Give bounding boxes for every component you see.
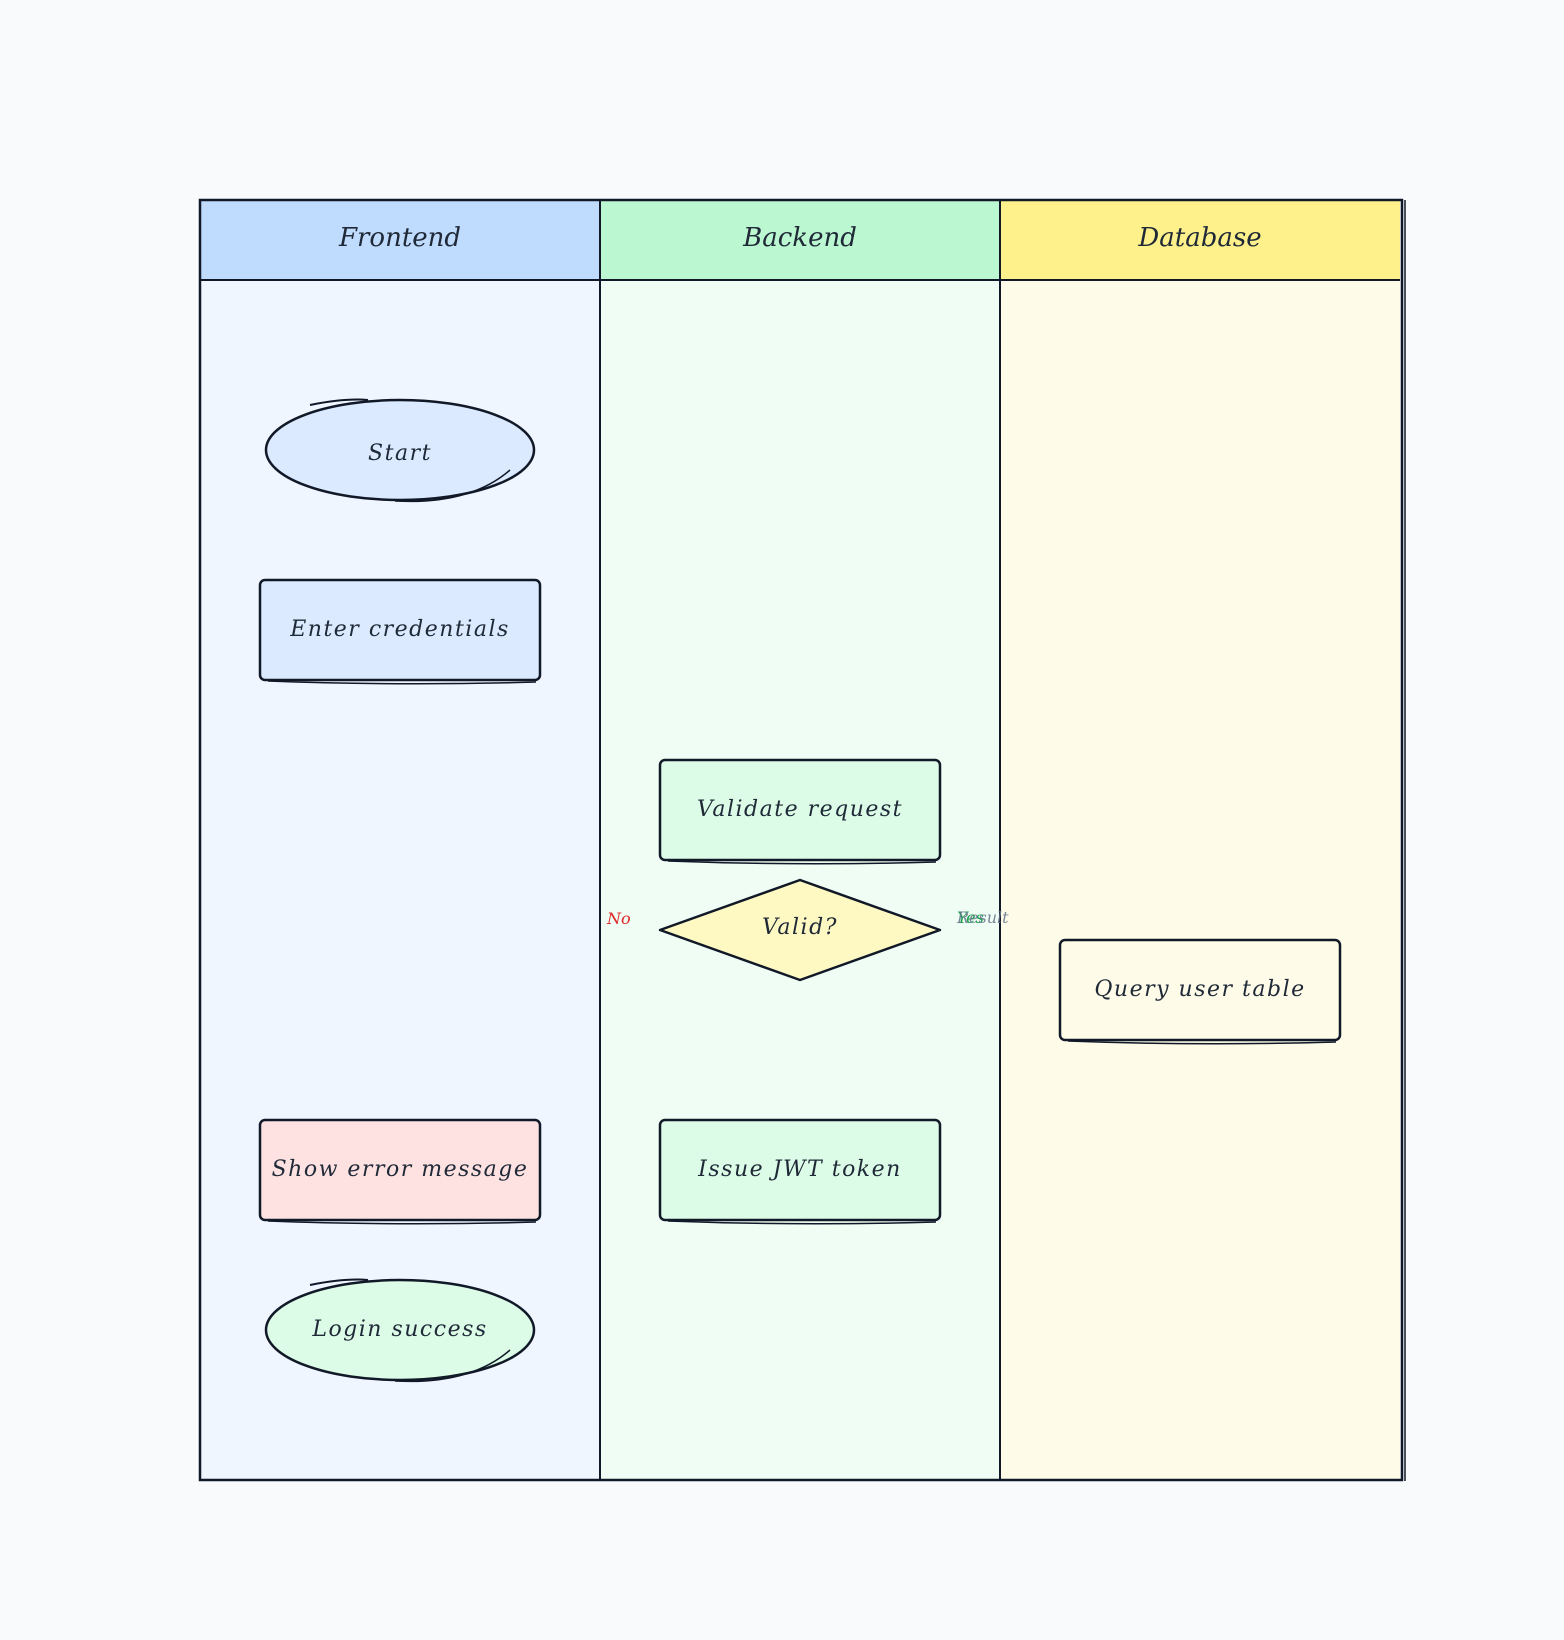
node-enter-credentials-label: Enter credentials bbox=[289, 617, 510, 642]
node-login-success-sketch-stroke-2 bbox=[394, 1349, 511, 1383]
node-start-label: Start bbox=[368, 441, 432, 466]
edge-label-yes: Yes bbox=[957, 908, 984, 927]
lane-database-body bbox=[1000, 200, 1400, 1480]
node-start-sketch-stroke bbox=[309, 398, 369, 406]
edge-label-no: No bbox=[606, 909, 631, 928]
diagram-frame bbox=[198, 198, 1404, 1482]
node-query-user-table-sketch-stroke bbox=[1067, 1040, 1337, 1045]
node-show-error-message-sketch-stroke bbox=[267, 1220, 537, 1225]
node-query-user-table-label: Query user table bbox=[1094, 977, 1305, 1002]
node-login-success-shape bbox=[264, 1278, 536, 1382]
node-query-user-table[interactable]: Query user table bbox=[1058, 938, 1342, 1045]
lane-frontend-header bbox=[200, 200, 600, 280]
lane-database-header bbox=[1000, 200, 1400, 280]
node-show-error-message-shape bbox=[258, 1118, 542, 1222]
node-query-user-table-shape bbox=[1058, 938, 1342, 1042]
node-start-sketch-stroke-2 bbox=[394, 469, 511, 503]
node-enter-credentials-shape bbox=[258, 578, 542, 682]
node-validate-request-sketch-stroke bbox=[667, 860, 937, 865]
node-show-error-message-label: Show error message bbox=[272, 1157, 529, 1182]
node-start-shape bbox=[264, 398, 536, 502]
node-show-error-message[interactable]: Show error message bbox=[258, 1118, 542, 1225]
node-login-success-label: Login success bbox=[311, 1317, 487, 1342]
lane-database: Database bbox=[1000, 200, 1400, 1480]
lane-borders bbox=[198, 198, 1406, 1482]
node-validate-request-shape bbox=[658, 758, 942, 862]
lane-backend-title: Backend bbox=[742, 223, 857, 253]
lane-frontend-title: Frontend bbox=[338, 223, 461, 253]
node-enter-credentials[interactable]: Enter credentials bbox=[258, 578, 542, 685]
node-issue-jwt-token-sketch-stroke bbox=[667, 1220, 937, 1225]
lane-database-title: Database bbox=[1137, 223, 1261, 253]
node-valid-decision-shape bbox=[658, 878, 942, 982]
node-issue-jwt-token-label: Issue JWT token bbox=[697, 1157, 902, 1182]
node-issue-jwt-token[interactable]: Issue JWT token bbox=[658, 1118, 942, 1225]
node-valid-decision[interactable]: Valid? bbox=[658, 878, 942, 982]
node-validate-request-label: Validate request bbox=[697, 797, 903, 822]
node-login-success[interactable]: Login success bbox=[264, 1278, 536, 1383]
edge-label-result: Result bbox=[956, 908, 1009, 927]
node-issue-jwt-token-shape bbox=[658, 1118, 942, 1222]
node-start[interactable]: Start bbox=[264, 398, 536, 503]
node-valid-decision-label: Valid? bbox=[762, 915, 838, 940]
node-login-success-sketch-stroke bbox=[309, 1278, 369, 1286]
lane-backend-header bbox=[600, 200, 1000, 280]
node-enter-credentials-sketch-stroke bbox=[267, 680, 537, 685]
node-validate-request[interactable]: Validate request bbox=[658, 758, 942, 865]
